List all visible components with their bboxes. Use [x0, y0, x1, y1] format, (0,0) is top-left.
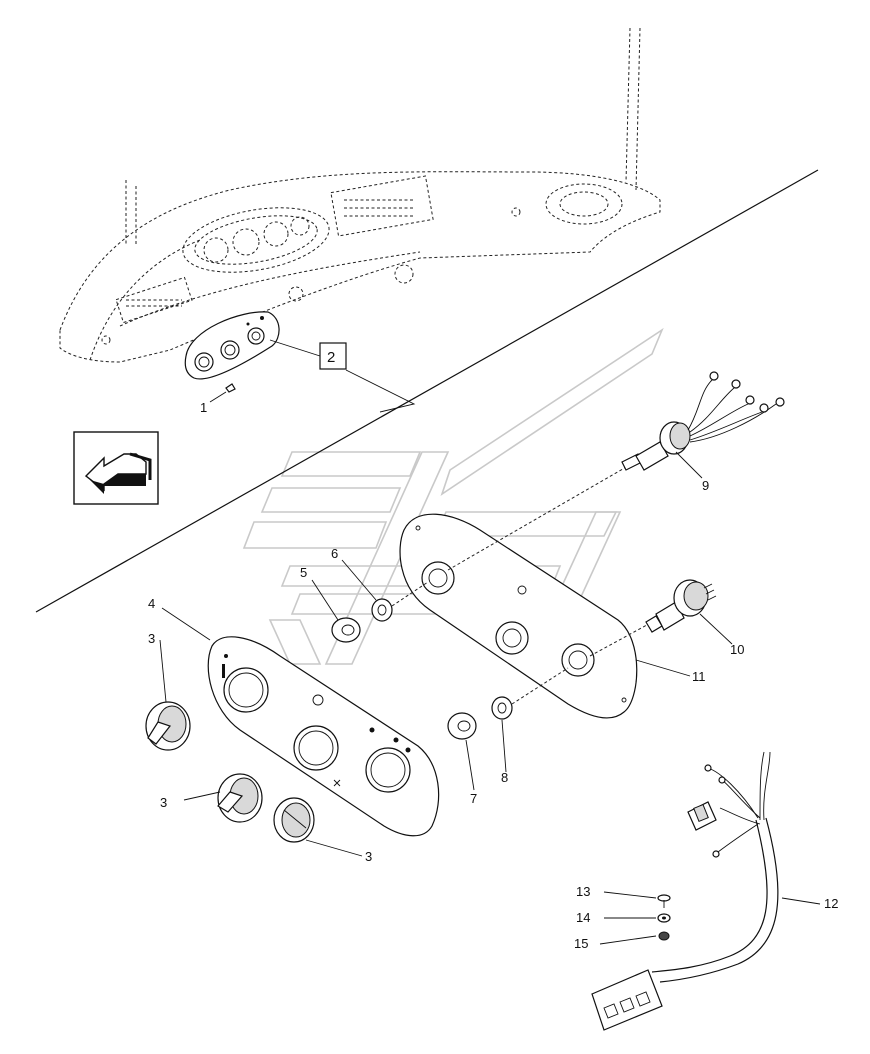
callout-13: 13 [576, 884, 590, 899]
callout-7: 7 [470, 791, 477, 806]
section-divider-line [35, 169, 819, 613]
callout-14: 14 [576, 910, 590, 925]
callout-1: 1 [200, 400, 207, 415]
callout-15: 15 [574, 936, 588, 951]
callout-9: 9 [702, 478, 709, 493]
callout-3-top: 3 [148, 631, 155, 646]
leader-lines [159, 451, 821, 945]
rotary-knob [145, 701, 191, 751]
callout-5: 5 [300, 565, 307, 580]
back-arrow-icon[interactable] [73, 431, 159, 505]
callout-4: 4 [148, 596, 155, 611]
callout-3-middle: 3 [160, 795, 167, 810]
callout-2: 2 [327, 349, 335, 366]
nut [658, 931, 670, 941]
callout-6: 6 [331, 546, 338, 561]
washer [371, 598, 393, 622]
rotary-knob [273, 797, 315, 843]
washer [657, 913, 671, 923]
front-panel-plate [207, 636, 440, 837]
cab-dashboard [59, 27, 661, 363]
nut [447, 712, 477, 740]
callout-10: 10 [730, 642, 744, 657]
rotary-switch [645, 579, 717, 633]
washer [491, 696, 513, 720]
callout-3-bottom: 3 [365, 849, 372, 864]
callout-12: 12 [824, 896, 838, 911]
switch-with-wires [621, 371, 785, 471]
rotary-knob [217, 773, 263, 823]
screw [657, 894, 671, 908]
callout-11: 11 [692, 669, 706, 684]
wiring-harness [591, 751, 779, 1031]
rear-mounting-plate [399, 513, 638, 719]
nut [331, 617, 361, 643]
callout-8: 8 [501, 770, 508, 785]
dashboard-control-panel [184, 311, 280, 393]
